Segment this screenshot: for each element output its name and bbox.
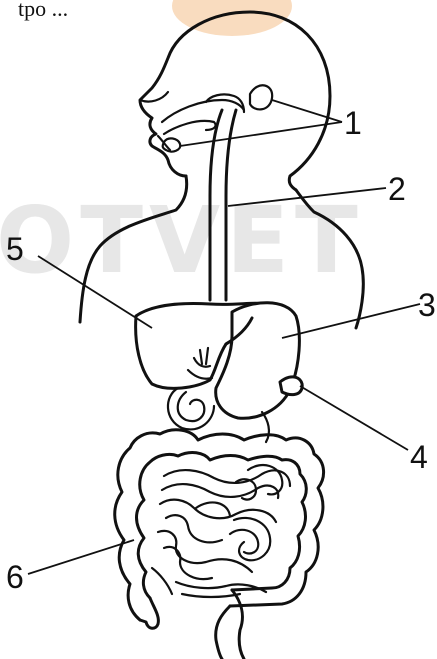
small-intestine [152, 465, 290, 597]
leader-3 [282, 304, 420, 338]
label-6: 6 [6, 559, 24, 595]
label-3: 3 [418, 287, 436, 323]
label-4: 4 [410, 439, 428, 475]
rectum [216, 590, 244, 659]
head-outline [140, 12, 330, 190]
label-1: 1 [344, 105, 362, 141]
header-fragment: tpo ... [18, 0, 68, 21]
oral-cavity [162, 100, 244, 122]
leader-4 [300, 386, 408, 450]
salivary-gland-upper [250, 85, 272, 109]
tongue [164, 121, 216, 134]
label-5: 5 [6, 231, 24, 267]
pancreas [280, 377, 302, 395]
label-2: 2 [388, 171, 406, 207]
jejunum-connector [262, 412, 269, 442]
duodenum [178, 392, 205, 421]
appendix [140, 598, 158, 628]
leader-1a [272, 100, 342, 122]
duodenum-outer [168, 388, 214, 429]
